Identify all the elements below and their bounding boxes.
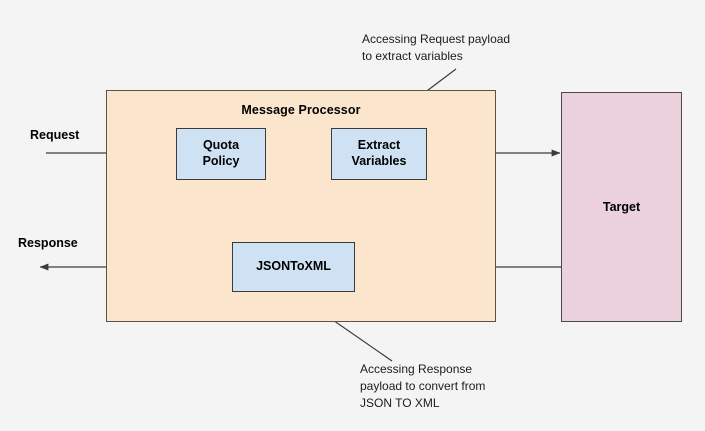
- target-node[interactable]: Target: [561, 92, 682, 322]
- jsontoxml-node[interactable]: JSONToXML: [232, 242, 355, 292]
- extract-variables-label: Extract Variables: [352, 138, 407, 169]
- extract-variables-label-line1: Extract: [357, 138, 401, 153]
- request-flow-label: Request: [30, 128, 80, 142]
- target-label: Target: [602, 200, 641, 214]
- quota-policy-label-line1: Quota: [202, 138, 240, 153]
- quota-policy-label: Quota Policy: [203, 138, 240, 169]
- request-callout-text: Accessing Request payload to extract var…: [362, 32, 511, 64]
- quota-policy-node[interactable]: Quota Policy: [176, 128, 266, 180]
- message-processor-title: Message Processor: [241, 103, 361, 117]
- jsontoxml-label: JSONToXML: [256, 259, 331, 274]
- extract-variables-node[interactable]: Extract Variables: [331, 128, 427, 180]
- quota-policy-label-line2: Policy: [202, 154, 240, 168]
- extract-variables-label-line2: Variables: [351, 154, 407, 168]
- response-callout-text: Accessing Response payload to convert fr…: [360, 362, 486, 411]
- response-flow-label: Response: [18, 236, 78, 250]
